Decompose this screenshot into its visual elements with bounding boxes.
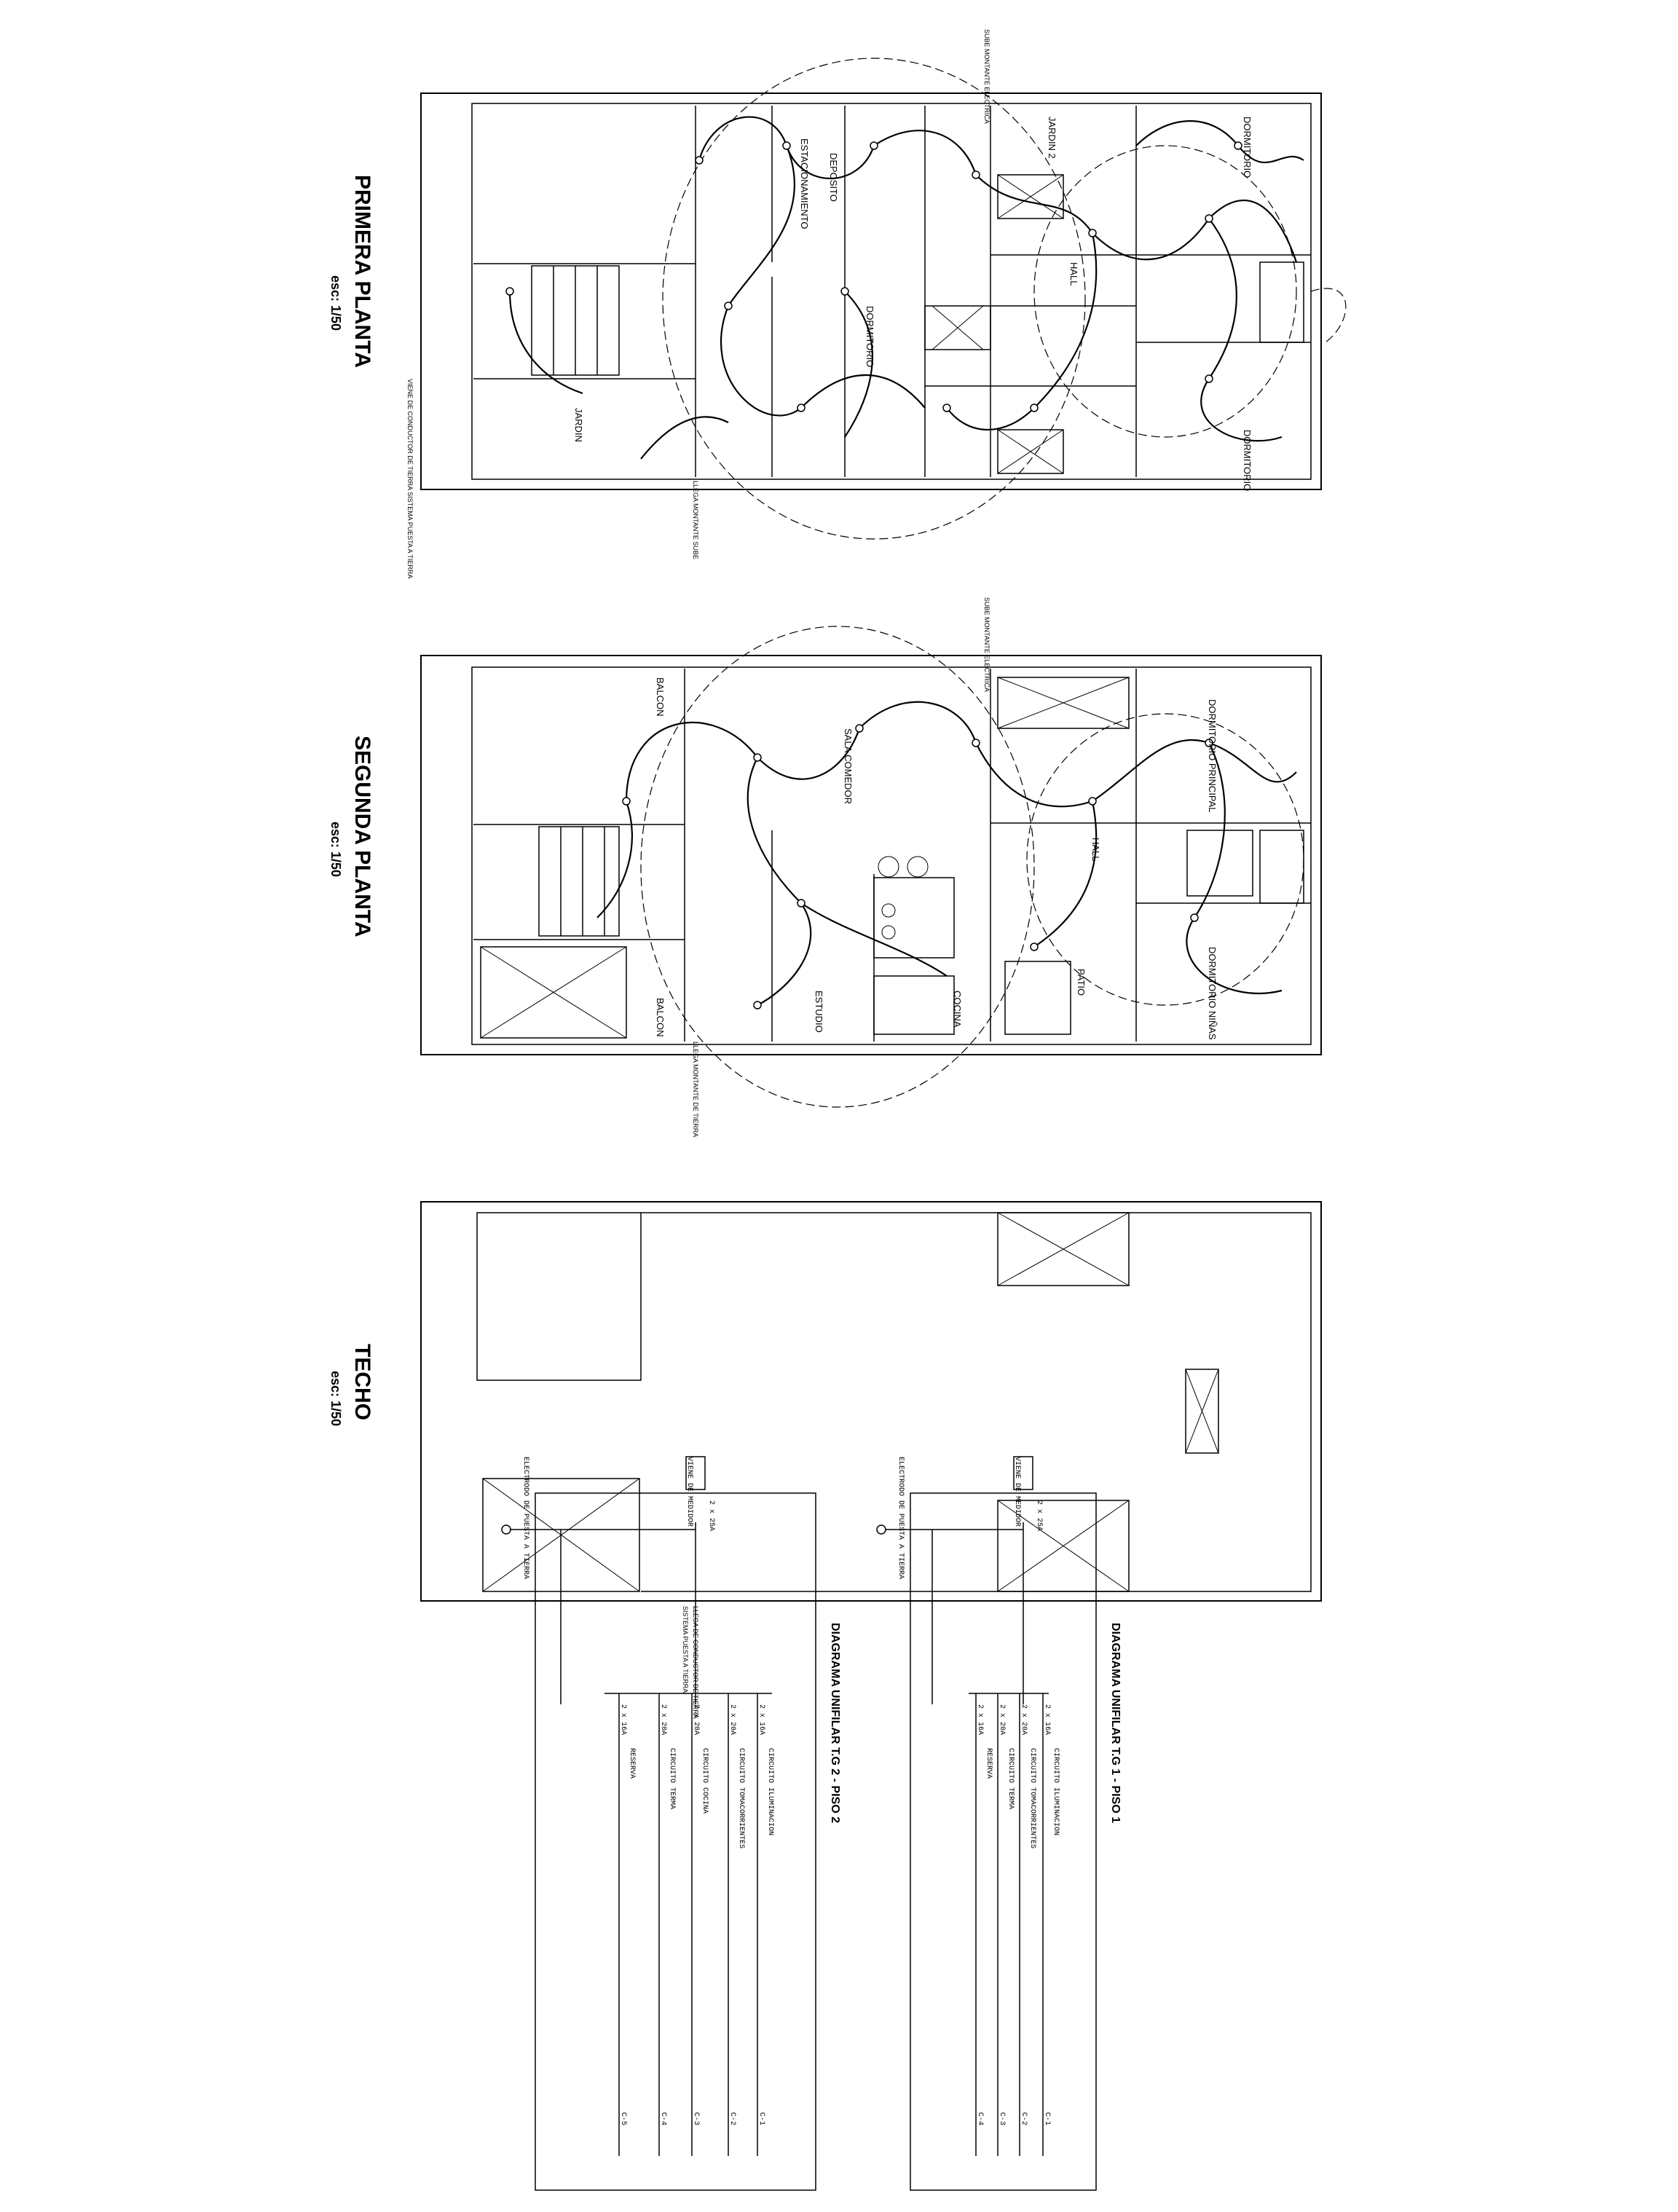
room-label: HALL — [1090, 838, 1101, 862]
room-label: BALCON — [655, 998, 666, 1036]
room-label: ESTACIONAMIENTO — [799, 138, 810, 229]
room-label: DORMITORIO PRINCIPAL — [1207, 699, 1218, 813]
circuit-desc: CIRCUITO COCINA — [701, 1748, 709, 1814]
circuit-desc: RESERVA — [628, 1748, 636, 1779]
circuit-id: C-1 — [1043, 2112, 1051, 2125]
first-floor-scale: esc: 1/50 — [328, 275, 343, 331]
diagram2-main-breaker: 2 x 25A — [707, 1500, 715, 1531]
circuit-breaker: 2 x 20A — [998, 1704, 1006, 1735]
room-label: PATIO — [1076, 969, 1087, 996]
note: VIENE DE CONDUCTOR DE TIERRA SISTEMA PUE… — [406, 379, 414, 578]
circuit-id: C-3 — [998, 2112, 1006, 2125]
room-label: DORMITORIO — [1242, 117, 1253, 178]
diagram2-title: DIAGRAMA UNIFILAR T.G 2 - PISO 2 — [829, 1623, 841, 1823]
circuit-id: C-4 — [659, 2112, 667, 2125]
room-label: JARDIN 2 — [1047, 117, 1057, 159]
single-line-diagram-1: DIAGRAMA UNIFILAR T.G 1 - PISO 1 VIENE D… — [876, 1456, 1122, 2191]
room-label: DEPOSITO — [828, 153, 839, 202]
room-label: DORMITORIO — [864, 306, 875, 367]
note: SUBE MONTANTE ELECTRICA — [983, 597, 990, 692]
room-label: DORMITORIO NIÑAS — [1207, 947, 1218, 1040]
circuit-id: C-2 — [1020, 2112, 1028, 2125]
room-label: BALCON — [655, 677, 666, 716]
circuit-breaker: 2 x 20A — [1020, 1704, 1028, 1735]
circuit-id: C-4 — [976, 2112, 984, 2125]
diagram2-ground: ELECTRODO DE PUESTA A TIERRA — [521, 1457, 529, 1579]
diagram1-title: DIAGRAMA UNIFILAR T.G 1 - PISO 1 — [1109, 1623, 1122, 1823]
room-label: ESTUDIO — [814, 991, 824, 1033]
room-label: SALA COMEDOR — [843, 728, 854, 804]
circuit-id: C-2 — [728, 2112, 736, 2125]
room-label: HALL — [1068, 262, 1079, 286]
diagram1-main-breaker: 2 x 25A — [1035, 1500, 1043, 1531]
circuit-desc: CIRCUITO ILUMINACION — [766, 1748, 774, 1835]
circuit-desc: RESERVA — [985, 1748, 993, 1779]
circuit-id: C-1 — [757, 2112, 765, 2125]
circuit-desc: CIRCUITO TERMA — [1007, 1748, 1015, 1809]
circuit-breaker: 2 x 16A — [1043, 1704, 1051, 1735]
second-floor-title: SEGUNDA PLANTA — [350, 736, 374, 937]
diagram1-ground: ELECTRODO DE PUESTA A TIERRA — [897, 1457, 905, 1579]
room-label: JARDIN — [573, 408, 584, 442]
first-floor-title: PRIMERA PLANTA — [350, 175, 374, 368]
roof-scale: esc: 1/50 — [328, 1371, 343, 1426]
circuit-id: C-5 — [619, 2112, 627, 2125]
room-label: COCINA — [952, 991, 963, 1028]
note: LLEGA MONTANTE SUBE — [692, 481, 699, 559]
circuit-breaker: 2 x 16A — [757, 1704, 765, 1735]
diagram2-feed: VIENE DE MEDIDOR — [685, 1457, 693, 1527]
circuit-breaker: 2 x 20A — [659, 1704, 667, 1735]
circuit-breaker: 2 x 16A — [619, 1704, 627, 1735]
second-floor-plan: SEGUNDA PLANTA esc: 1/50 — [328, 597, 1322, 1137]
circuit-id: C-3 — [692, 2112, 700, 2125]
second-floor-scale: esc: 1/50 — [328, 822, 343, 877]
circuit-breaker: 2 x 20A — [728, 1704, 736, 1735]
circuit-breaker: 2 x 20A — [692, 1704, 700, 1735]
single-line-diagram-2: DIAGRAMA UNIFILAR T.G 2 - PISO 2 VIENE D… — [501, 1456, 841, 2191]
circuit-desc: CIRCUITO TERMA — [668, 1748, 676, 1809]
roof-plan: TECHO esc: 1/50 LLEGA DE CONDUCTOR DE TI… — [328, 1201, 1322, 1719]
room-label: DORMITORIO — [1242, 430, 1253, 491]
circuit-desc: CIRCUITO TOMACORRIENTES — [737, 1748, 745, 1849]
note: SISTEMA PUESTA A TIERRA — [682, 1606, 689, 1693]
note: LLEGA MONTANTE DE TIERRA — [692, 1042, 699, 1137]
diagram1-feed: VIENE DE MEDIDOR — [1013, 1457, 1021, 1527]
circuit-desc: CIRCUITO TOMACORRIENTES — [1028, 1748, 1036, 1849]
roof-title: TECHO — [350, 1344, 374, 1420]
circuit-desc: CIRCUITO ILUMINACION — [1052, 1748, 1060, 1835]
note: SUBE MONTANTE ELECTRICA — [983, 29, 990, 124]
circuit-breaker: 2 x 16A — [976, 1704, 984, 1735]
first-floor-plan: PRIMERA PLANTA esc: 1/50 — [328, 29, 1347, 578]
